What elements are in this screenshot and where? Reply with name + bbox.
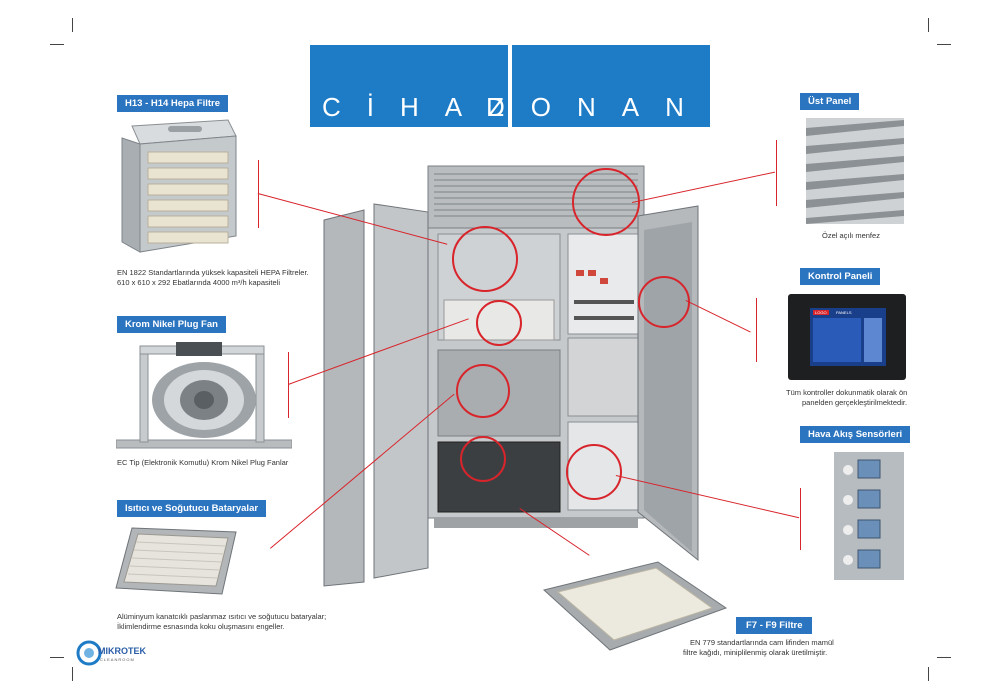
callout-circle	[452, 226, 518, 292]
callout-line	[756, 298, 757, 362]
screen-brand: LOGO	[813, 310, 829, 315]
f7-f9-filter-label: F7 - F9 Filtre	[736, 617, 813, 634]
logo-name: MIKROTEK	[98, 646, 146, 656]
hepa-desc-line2: 610 x 610 x 292 Ebatlarında 4000 m³/h ka…	[117, 278, 281, 287]
plug-fan-label: Krom Nikel Plug Fan	[117, 316, 226, 333]
f7-f9-filter-image	[538, 556, 728, 656]
title-banner-right	[512, 45, 710, 127]
crop-mark	[72, 18, 73, 32]
top-panel-image	[806, 118, 904, 224]
airflow-sensors-label: Hava Akış Sensörleri	[800, 426, 911, 443]
control-desc-line1: Tüm kontroller dokunmatik olarak ön	[786, 388, 908, 397]
f7-f9-desc-line1: EN 779 standartlarında cam lifinden mamü…	[690, 638, 834, 647]
callout-circle	[476, 300, 522, 346]
top-panel-label: Üst Panel	[800, 93, 860, 110]
hepa-filter-image	[118, 118, 238, 256]
page-title-right: DONANIMI	[486, 92, 824, 122]
coil-label: Isıtıcı ve Soğutucu Bataryalar	[117, 500, 267, 517]
f7-f9-desc-line2: filtre kağıdı, miniplilenmiş olarak üret…	[683, 648, 828, 657]
callout-circle	[460, 436, 506, 482]
coil-desc-line2: İklimlendirme esnasında koku oluşmasını …	[117, 622, 285, 631]
crop-mark	[928, 18, 929, 32]
crop-mark	[928, 667, 929, 681]
fan-desc-line1: EC Tip (Elektronik Komutlu) Krom Nikel P…	[117, 458, 289, 467]
page-title-left: CİHAZ	[322, 92, 530, 122]
control-desc-line2: panelden gerçekleştirilmektedir.	[802, 398, 908, 407]
callout-circle	[572, 168, 640, 236]
screen-sidebar	[864, 318, 882, 362]
crop-mark	[50, 657, 64, 658]
control-panel-image: LOGO PANELS	[788, 294, 906, 380]
coil-image	[114, 524, 240, 602]
airflow-sensors-image	[834, 452, 904, 580]
callout-circle	[638, 276, 690, 328]
callout-line	[288, 352, 289, 418]
plug-fan-image	[116, 340, 292, 452]
screen-content	[813, 318, 861, 362]
callout-circle	[456, 364, 510, 418]
top-panel-desc: Özel açılı menfez	[822, 231, 880, 240]
crop-mark	[72, 667, 73, 681]
company-logo: MIKROTEK CLEANROOM	[76, 640, 146, 666]
hepa-filter-label: H13 - H14 Hepa Filtre	[117, 95, 229, 112]
crop-mark	[50, 44, 64, 45]
screen-header: PANELS	[836, 310, 852, 315]
touchscreen-display: LOGO PANELS	[810, 308, 886, 366]
title-banner-left	[310, 45, 508, 127]
callout-line	[800, 488, 801, 550]
coil-desc-line1: Alüminyum kanatcıklı paslanmaz ısıtıcı v…	[117, 612, 327, 621]
callout-line	[776, 140, 777, 206]
crop-mark	[937, 657, 951, 658]
callout-circle	[566, 444, 622, 500]
control-panel-label: Kontrol Paneli	[800, 268, 881, 285]
hepa-desc-line1: EN 1822 Standartlarında yüksek kapasitel…	[117, 268, 309, 277]
logo-tagline: CLEANROOM	[100, 657, 135, 662]
crop-mark	[937, 44, 951, 45]
